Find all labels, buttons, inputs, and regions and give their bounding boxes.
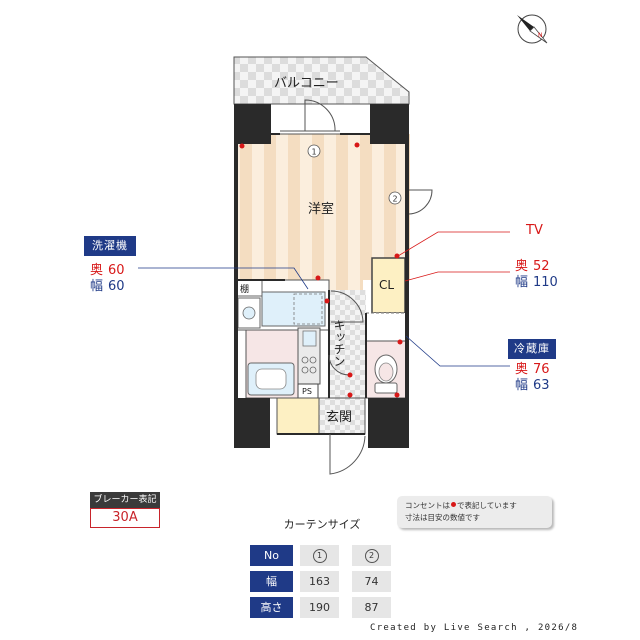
balcony-area xyxy=(233,56,410,105)
outlet-markers xyxy=(239,142,403,398)
footer-credit: Created by Live Search , 2026/8 xyxy=(370,623,579,633)
closet-width-value: 110 xyxy=(533,275,558,290)
fridge-depth: 奥 76 xyxy=(515,361,550,378)
curtain-row-width-label: 幅 xyxy=(250,571,293,592)
ps-label: PS xyxy=(302,387,312,396)
notes-line-1: コンセントはで表記しています xyxy=(405,500,544,512)
curtain-row-width-col1: 163 xyxy=(300,571,339,592)
fridge-depth-value: 76 xyxy=(533,362,550,377)
closet-label: CL xyxy=(379,278,394,292)
shelf-label: 棚 xyxy=(240,283,249,295)
washer-width-value: 60 xyxy=(108,279,125,294)
curtain-row-height-label: 高さ xyxy=(250,597,293,618)
svg-text:N: N xyxy=(538,32,543,39)
fridge-width-value: 63 xyxy=(533,378,550,393)
washer-depth-value: 60 xyxy=(108,263,125,278)
washing-machine-pan xyxy=(261,291,326,327)
fridge-leader-line xyxy=(405,335,510,367)
curtain-header-col2-marker: 2 xyxy=(364,549,379,563)
washer-width: 幅 60 xyxy=(90,278,125,295)
closet-depth-value: 52 xyxy=(533,259,550,274)
tv-label: TV xyxy=(525,223,543,238)
washer-width-key: 幅 xyxy=(90,279,104,294)
notes-line-1-before: コンセントは xyxy=(405,501,450,510)
curtain-row-width-col2: 74 xyxy=(352,571,391,592)
curtain-header-col1-marker: 1 xyxy=(312,549,327,563)
washer-leader-line xyxy=(138,267,309,290)
closet-depth-key: 奥 xyxy=(515,259,529,274)
breaker-value: 30A xyxy=(90,508,160,528)
compass-icon: N xyxy=(517,14,548,44)
fridge-width-key: 幅 xyxy=(515,378,529,393)
curtain-header-col1: 1 xyxy=(300,545,339,566)
tv-leader-line xyxy=(397,231,510,257)
breaker-label: ブレーカー表記 xyxy=(90,492,160,508)
fridge-depth-key: 奥 xyxy=(515,362,529,377)
closet-leader-line xyxy=(404,271,510,282)
kitchen-label: キッチン xyxy=(332,319,346,367)
washer-depth-key: 奥 xyxy=(90,263,104,278)
window-marker-2-icon xyxy=(388,191,402,205)
window-marker-1-icon xyxy=(307,144,321,158)
closet-depth: 奥 52 xyxy=(515,258,550,275)
balcony-label: バルコニー xyxy=(274,76,339,91)
notes-line-1-after: で表記しています xyxy=(457,501,517,510)
curtain-header-label: No xyxy=(250,545,293,566)
western-room-floor xyxy=(237,134,410,280)
curtain-size-title: カーテンサイズ xyxy=(283,518,361,531)
curtain-row-height-col1: 190 xyxy=(300,597,339,618)
notes-box: コンセントはで表記しています 寸法は目安の数値です xyxy=(397,496,552,528)
closet-width: 幅 110 xyxy=(515,274,558,291)
structural-pillars xyxy=(234,104,409,448)
window-marker-1: 1 xyxy=(311,148,316,157)
closet-width-key: 幅 xyxy=(515,275,529,290)
fridge-title: 冷蔵庫 xyxy=(508,339,556,359)
fridge-space xyxy=(365,312,408,342)
fridge-width: 幅 63 xyxy=(515,377,550,394)
entrance-label: 玄関 xyxy=(326,410,352,425)
window-marker-2: 2 xyxy=(392,195,397,204)
western-room-label: 洋室 xyxy=(308,201,334,217)
curtain-header-col2: 2 xyxy=(352,545,391,566)
curtain-row-height-col2: 87 xyxy=(352,597,391,618)
outlet-dot-icon xyxy=(451,502,456,507)
entry-tile xyxy=(276,397,320,435)
notes-line-2: 寸法は目安の数値です xyxy=(405,513,480,522)
washer-title: 洗濯機 xyxy=(84,236,136,256)
washer-depth: 奥 60 xyxy=(90,262,125,279)
